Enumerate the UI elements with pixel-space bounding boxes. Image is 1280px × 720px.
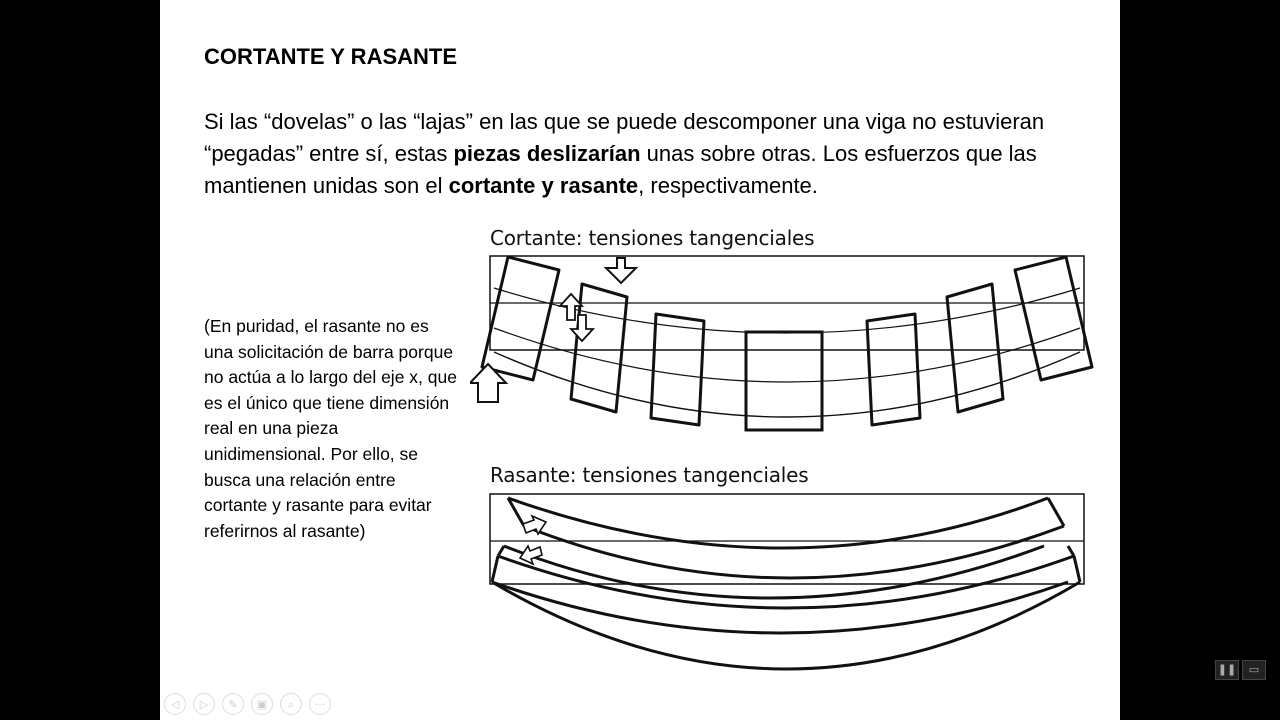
zoom-icon[interactable]: ⌕ (280, 693, 302, 715)
paragraph-text-2: unas sobre otras. Los esfuerzos que las … (204, 141, 1037, 198)
slide-paragraph: Si las “dovelas” o las “lajas” en las qu… (204, 106, 1084, 202)
slideshow-controls: ◁ ▷ ✎ ▣ ⌕ ··· (164, 693, 331, 717)
paragraph-text-1: Si las “dovelas” o las “lajas” en las qu… (204, 109, 1045, 166)
next-icon[interactable]: ▷ (193, 693, 215, 715)
prev-icon[interactable]: ◁ (164, 693, 186, 715)
more-icon[interactable]: ··· (309, 693, 331, 715)
rasante-figure-label: Rasante: tensiones tangenciales (490, 463, 809, 487)
paragraph-bold-2: cortante y rasante (448, 173, 639, 198)
rasante-diagram (489, 493, 1085, 671)
screen-icon[interactable]: ▭ (1242, 660, 1266, 680)
cortante-figure-label: Cortante: tensiones tangenciales (490, 226, 815, 250)
slide-title: CORTANTE Y RASANTE (204, 44, 458, 69)
cortante-diagram (470, 255, 1094, 432)
paragraph-bold-1: piezas deslizarían (453, 141, 641, 166)
slides-icon[interactable]: ▣ (251, 693, 273, 715)
side-note: (En puridad, el rasante no es una solici… (204, 316, 457, 541)
slide-canvas: CORTANTE Y RASANTE Si las “dovelas” o la… (160, 0, 1120, 720)
paragraph-text-3: , respectivamente. (638, 173, 818, 198)
pause-icon[interactable]: ❚❚ (1215, 660, 1239, 680)
pen-icon[interactable]: ✎ (222, 693, 244, 715)
